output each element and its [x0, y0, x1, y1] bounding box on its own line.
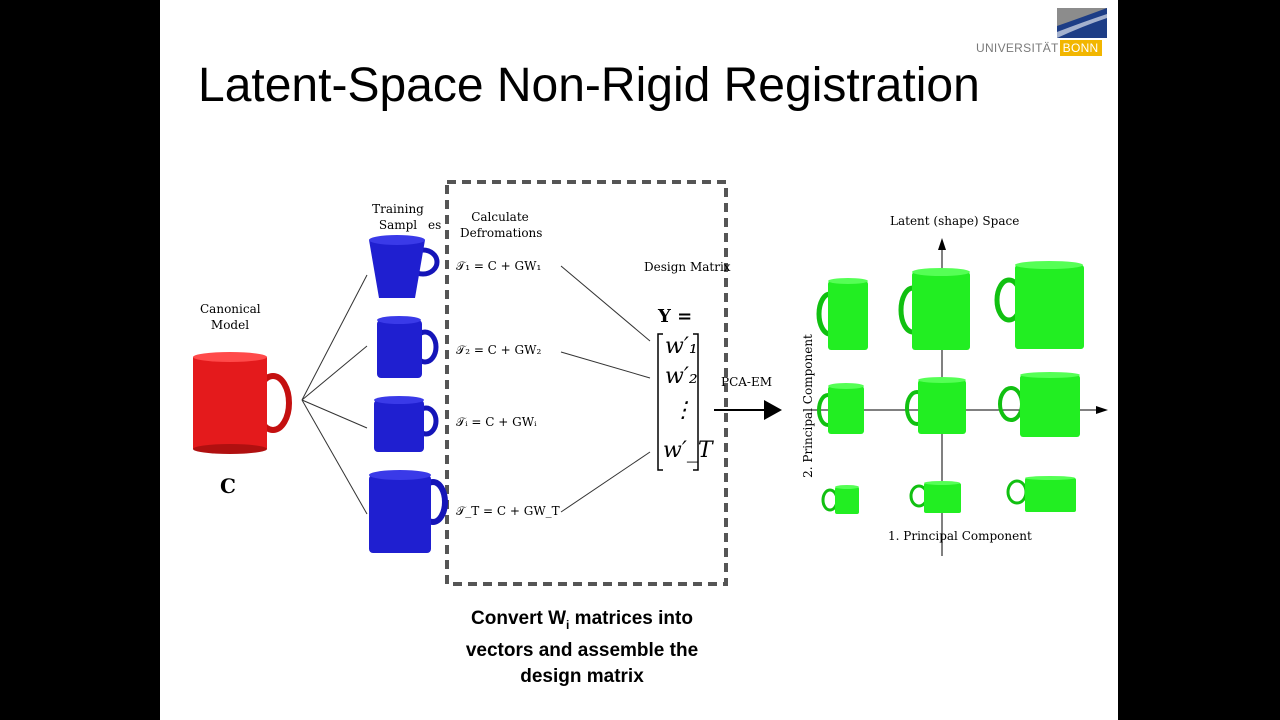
training-label-line1: Training [372, 202, 424, 216]
equation-2: 𝒯₂ = C + GW₂ [456, 343, 542, 357]
calculate-label-line2: Defromations [460, 226, 543, 240]
latent-mug-r2c3 [998, 372, 1080, 437]
latent-mug-r1c1 [816, 278, 868, 350]
caption-line2: vectors and assemble the [465, 639, 699, 661]
caption-line3: design matrix [520, 665, 644, 687]
latent-mug-r3c3 [1006, 476, 1076, 512]
slide-title: Latent-Space Non-Rigid Registration [198, 59, 980, 112]
training-mug-1 [369, 235, 440, 298]
canonical-label-line1: Canonical [200, 302, 261, 316]
training-label-line2: Sampl [378, 218, 418, 232]
calculate-label: Calculate Defromations [460, 209, 543, 241]
logo-text-universitaet: UNIVERSITÄT [976, 41, 1059, 55]
equation-1: 𝒯₁ = C + GW₁ [456, 259, 542, 273]
latent-mug-r1c2 [898, 268, 970, 350]
latent-mug-r1c3 [994, 261, 1084, 349]
training-mug-3 [374, 396, 439, 452]
slide: Latent-Space Non-Rigid Registration UNIV… [160, 0, 1118, 720]
caption-line1-b: matrices into [569, 608, 693, 629]
training-label: Training Sampl [370, 201, 426, 233]
calculate-label-line1: Calculate [471, 210, 529, 224]
pca-label: PCA-EM [721, 375, 773, 389]
pca-arrow [714, 400, 782, 420]
registration-diagram [193, 180, 1108, 586]
canonical-symbol: C [220, 474, 236, 498]
matrix-brackets [657, 333, 699, 471]
matrix-w2: w′₂ [665, 364, 698, 389]
pc2-label: 2. Principal Component [800, 334, 815, 478]
caption-line1: Convert Wi matrices into [432, 606, 732, 638]
deformation-box [445, 180, 728, 586]
matrix-w1: w′₁ [665, 334, 698, 359]
pc1-label: 1. Principal Component [888, 529, 1032, 543]
equation-i: 𝒯ᵢ = C + GWᵢ [456, 415, 537, 429]
latent-space-label: Latent (shape) Space [890, 214, 1020, 228]
design-matrix-label: Design Matrix [644, 260, 731, 274]
canonical-label-line2: Model [210, 318, 250, 332]
university-logo [1057, 8, 1107, 38]
latent-mug-r3c1 [821, 485, 859, 514]
canonical-label: Canonical Model [200, 301, 261, 333]
equation-lines [560, 265, 651, 513]
logo-text-bonn: BONN [1059, 40, 1102, 56]
training-label-suffix: es [428, 218, 442, 232]
latent-mug-r2c1 [817, 383, 864, 434]
training-mug-2 [377, 316, 439, 378]
design-matrix-y: Y = [658, 306, 693, 327]
canonical-mug [193, 352, 292, 454]
slide-caption: Convert Wi matrices into vectors and ass… [432, 606, 732, 690]
training-mug-4 [369, 470, 448, 553]
equation-T: 𝒯_T = C + GW_T [456, 504, 560, 518]
matrix-dots: ⋮ [672, 398, 694, 423]
latent-mug-r2c2 [905, 377, 966, 434]
matrix-wT: w′_T [663, 438, 713, 463]
caption-line1-a: Convert W [471, 608, 567, 629]
latent-mug-r3c2 [909, 481, 961, 513]
caption-line1-sub: i [566, 617, 570, 632]
canonical-fan-lines [301, 274, 368, 515]
